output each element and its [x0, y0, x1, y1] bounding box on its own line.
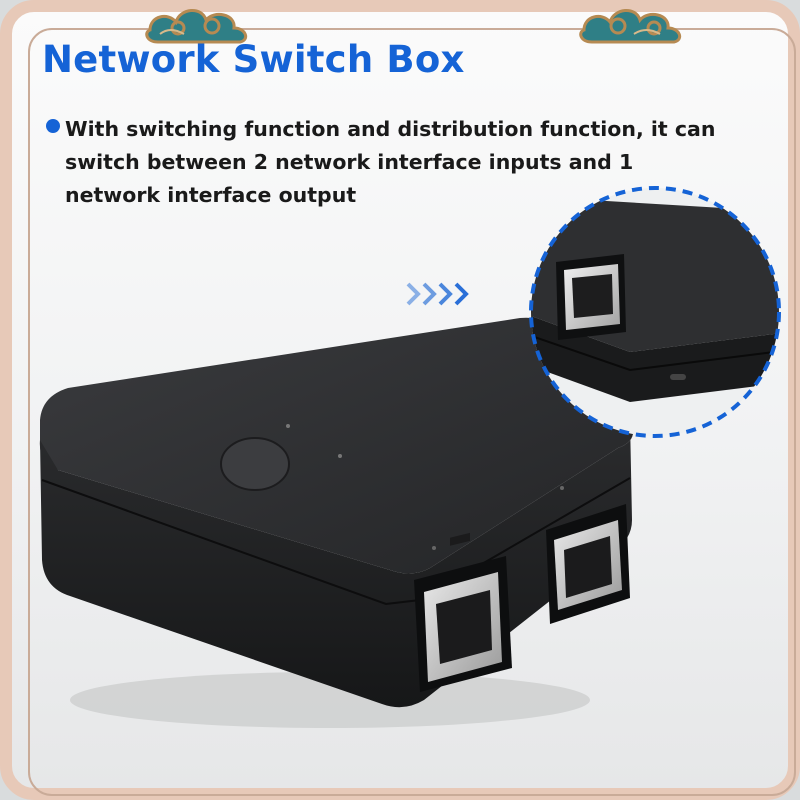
feature-bullet: With switching function and distribution…: [46, 113, 726, 212]
zoom-detail: [529, 186, 781, 438]
frame-inner-border: [28, 28, 796, 796]
switch-button-icon: [220, 437, 290, 491]
device-shadow: [70, 672, 590, 728]
led-indicator-icon: [286, 424, 290, 428]
chevron-right-icon: [406, 282, 469, 306]
device-top-face: [39, 317, 634, 574]
cloud-ornament-icon: [145, 9, 248, 44]
page-title: Network Switch Box: [42, 38, 465, 81]
bullet-dot-icon: [46, 119, 60, 133]
zoom-dashed-border: [529, 186, 781, 438]
led-indicator-icon: [338, 454, 342, 458]
usb-port-icon: [670, 374, 686, 380]
cloud-ornament-icon: [579, 9, 682, 44]
feature-text: With switching function and distribution…: [65, 117, 716, 207]
device-seam: [41, 477, 631, 606]
